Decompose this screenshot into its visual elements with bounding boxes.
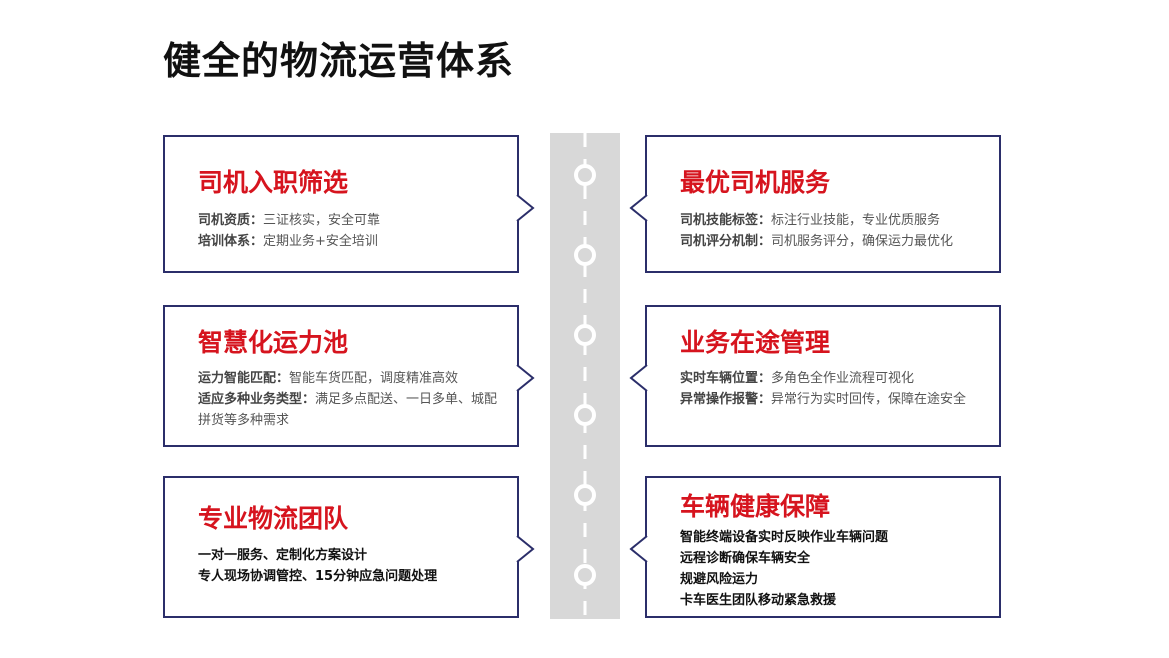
card-line: 智能终端设备实时反映作业车辆问题: [680, 530, 889, 545]
card-vehicle-health: 车辆健康保障 智能终端设备实时反映作业车辆问题 远程诊断确保车辆安全 规避风险运…: [629, 476, 1001, 618]
road-marker-5: [574, 484, 596, 506]
road-marker-1: [574, 164, 596, 186]
card-title: 司机入职筛选: [198, 168, 349, 197]
card-pointer: [516, 194, 535, 222]
card-pointer: [516, 535, 535, 563]
card-line: 卡车医生团队移动紧急救援: [680, 593, 837, 608]
card-body: 司机技能标签：标注行业技能，专业优质服务 司机评分机制：司机服务评分，确保运力最…: [680, 210, 981, 252]
card-body: 司机资质：三证核实，安全可靠 培训体系：定期业务+安全培训: [198, 210, 499, 252]
card-line: 异常操作报警：异常行为实时回传，保障在途安全: [680, 392, 967, 407]
card-line: 司机资质：三证核实，安全可靠: [198, 213, 381, 228]
card-line: 适应多种业务类型：满足多点配送、一日多单、城配拼货等多种需求: [198, 392, 498, 428]
card-pointer: [629, 194, 648, 222]
road-graphic: [574, 133, 596, 619]
card-title: 专业物流团队: [198, 504, 349, 533]
card-line: 专人现场协调管控、15分钟应急问题处理: [198, 569, 438, 584]
card-driver-service: 最优司机服务 司机技能标签：标注行业技能，专业优质服务 司机评分机制：司机服务评…: [629, 135, 1001, 273]
road-marker-3: [574, 324, 596, 346]
card-line: 运力智能匹配：智能车货匹配，调度精准高效: [198, 371, 459, 386]
card-line: 培训体系：定期业务+安全培训: [198, 234, 378, 249]
road-marker-6: [574, 564, 596, 586]
card-line: 司机评分机制：司机服务评分，确保运力最优化: [680, 234, 954, 249]
road-marker-4: [574, 404, 596, 426]
card-body: 一对一服务、定制化方案设计 专人现场协调管控、15分钟应急问题处理: [198, 545, 499, 587]
card-title: 业务在途管理: [680, 328, 831, 357]
card-pointer: [629, 364, 648, 392]
card-capacity-pool: 智慧化运力池 运力智能匹配：智能车货匹配，调度精准高效 适应多种业务类型：满足多…: [163, 305, 535, 447]
card-driver-screening: 司机入职筛选 司机资质：三证核实，安全可靠 培训体系：定期业务+安全培训: [163, 135, 535, 273]
card-transit-management: 业务在途管理 实时车辆位置：多角色全作业流程可视化 异常操作报警：异常行为实时回…: [629, 305, 1001, 447]
card-body: 智能终端设备实时反映作业车辆问题 远程诊断确保车辆安全 规避风险运力 卡车医生团…: [680, 527, 981, 611]
card-title: 智慧化运力池: [198, 328, 349, 357]
card-line: 实时车辆位置：多角色全作业流程可视化: [680, 371, 915, 386]
card-body: 实时车辆位置：多角色全作业流程可视化 异常操作报警：异常行为实时回传，保障在途安…: [680, 368, 981, 410]
card-pointer: [629, 535, 648, 563]
road-marker-2: [574, 244, 596, 266]
road-timeline: [550, 133, 620, 619]
card-line: 司机技能标签：标注行业技能，专业优质服务: [680, 213, 941, 228]
page-title: 健全的物流运营体系: [163, 39, 515, 83]
card-line: 一对一服务、定制化方案设计: [198, 548, 368, 563]
card-body: 运力智能匹配：智能车货匹配，调度精准高效 适应多种业务类型：满足多点配送、一日多…: [198, 368, 499, 431]
card-line: 远程诊断确保车辆安全: [680, 551, 811, 566]
card-title: 车辆健康保障: [680, 492, 831, 521]
card-logistics-team: 专业物流团队 一对一服务、定制化方案设计 专人现场协调管控、15分钟应急问题处理: [163, 476, 535, 618]
card-title: 最优司机服务: [680, 168, 831, 197]
card-line: 规避风险运力: [680, 572, 759, 587]
card-pointer: [516, 364, 535, 392]
